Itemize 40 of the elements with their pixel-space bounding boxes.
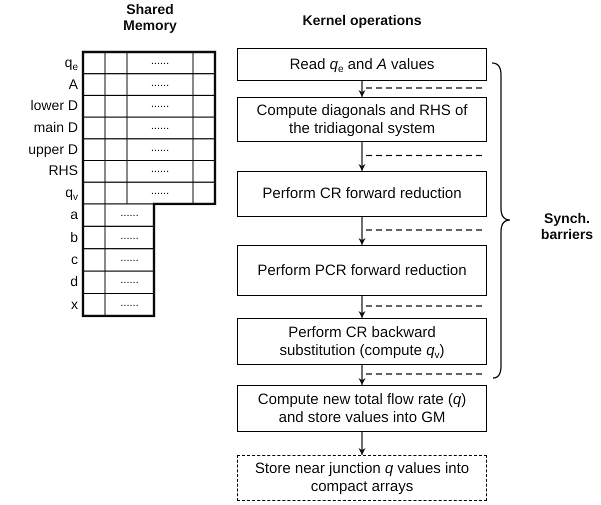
bracket-label: Synch. barriers [540,210,594,242]
row-label: a [70,206,78,222]
process-box: Store near junction q values into compact arrays [237,455,487,501]
row-label: A [68,76,78,92]
row-label: q$_{v}$ [65,184,78,200]
ellipsis-cell-text: ...... [119,296,140,311]
row-label: upper D [28,140,78,157]
row-label: b [70,228,78,244]
ellipsis-cell-text: ...... [119,228,140,244]
column-heading: Shared Memory [122,1,178,33]
row-label: lower D [30,97,78,114]
process-box: Perform CR forward reduction [237,171,487,217]
arrow [358,81,366,97]
ellipsis-cell-text: ...... [150,184,170,200]
ellipsis-cell-text: ...... [150,97,170,112]
arrow [358,432,366,455]
arrow [358,217,366,245]
process-box: Perform PCR forward reduction [237,245,487,296]
ellipsis-cell-text: ...... [150,162,170,178]
arrow [358,365,366,385]
ellipsis-cell-text: ...... [150,118,170,134]
row-label: c [71,250,78,267]
row-label: main D [34,118,78,135]
row-label: d [70,273,78,290]
process-box: Compute diagonals and RHS of the tridiagonal system [237,97,487,142]
ellipsis-cell-text: ...... [119,250,140,266]
row-label: q$_{e}$ [64,54,78,70]
row-label: x [71,296,78,312]
process-box: Perform CR backward substitution (compute q$_{v}$) [237,318,487,365]
ellipsis-cell-text: ...... [150,140,170,156]
process-box: Read q$_{e}$ and A values [237,48,487,81]
row-label: RHS [48,162,78,178]
process-box: Compute new total flow rate (q) and store values into GM [237,385,487,432]
ellipsis-cell-text: ...... [119,273,140,288]
ellipsis-cell-text: ...... [150,54,170,69]
ellipsis-cell-text: ...... [119,206,140,222]
arrow [358,296,366,318]
column-heading: Kernel operations [301,12,423,28]
arrow [358,142,366,171]
ellipsis-cell-text: ...... [150,76,170,91]
